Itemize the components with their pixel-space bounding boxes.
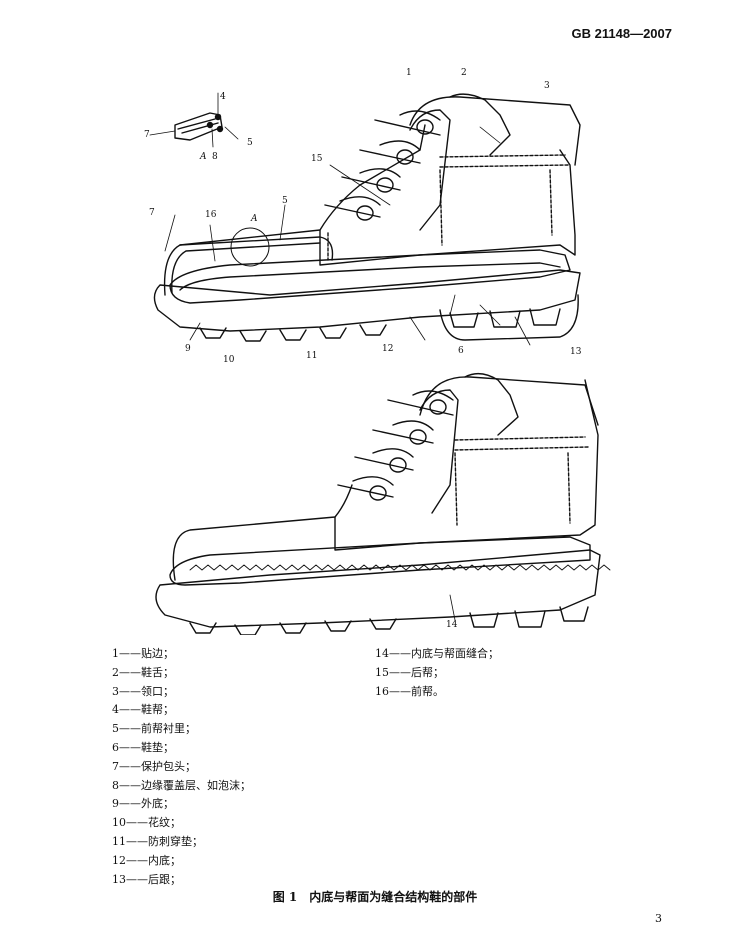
page-number: 3 <box>655 912 662 925</box>
callout-7a: 7 <box>144 130 150 140</box>
legend-item: 16——前帮。 <box>375 684 444 698</box>
callout-16: 16 <box>205 210 217 220</box>
legend-item: 8——边缘覆盖层、如泡沫； <box>112 778 251 792</box>
detail-inset-a <box>149 92 239 148</box>
laces-bottom <box>337 390 454 501</box>
callout-6: 6 <box>458 346 464 356</box>
callout-11: 11 <box>306 351 317 361</box>
boot-bottom-view <box>155 372 611 636</box>
callout-12: 12 <box>382 344 393 354</box>
callout-8: 8 <box>212 152 218 162</box>
callout-5a: 5 <box>247 138 253 148</box>
legend-item: 10——花纹； <box>112 816 181 830</box>
legend-item: 5——前帮衬里； <box>112 722 196 736</box>
laces-top <box>324 110 441 221</box>
legend-item: 9——外底； <box>112 797 174 811</box>
legend-item: 4——鞋帮； <box>112 703 174 717</box>
callout-9: 9 <box>185 344 191 354</box>
legend-item: 12——内底； <box>112 853 181 867</box>
callout-7b: 7 <box>149 208 155 218</box>
legend-item: 2——鞋舌； <box>112 665 174 679</box>
legend-item: 1——贴边； <box>112 647 174 660</box>
boot-diagram: 1 2 3 4 5 5 6 7 7 8 9 10 11 12 13 14 15 … <box>120 55 640 636</box>
legend-item: 3——领口； <box>112 684 174 698</box>
callout-10: 10 <box>223 355 235 365</box>
boot-drawing-svg: 1 2 3 4 5 5 6 7 7 8 9 10 11 12 13 14 15 … <box>144 68 611 636</box>
boot-top-view <box>153 93 581 346</box>
callout-labels: 1 2 3 4 5 5 6 7 7 8 9 10 11 12 13 14 15 … <box>144 68 582 630</box>
legend-right: 14——内底与帮面缝合； 15——后帮； 16——前帮。 <box>375 645 499 701</box>
callout-14: 14 <box>446 620 458 630</box>
callout-5b: 5 <box>282 196 288 206</box>
legend-item: 11——防刺穿垫； <box>112 834 203 848</box>
callout-13: 13 <box>570 347 582 357</box>
callout-3: 3 <box>544 81 550 91</box>
legend-item: 15——后帮； <box>375 665 444 679</box>
callout-2: 2 <box>461 68 467 78</box>
legend-left: 1——贴边； 2——鞋舌； 3——领口； 4——鞋帮； 5——前帮衬里； 6——… <box>112 645 251 889</box>
detail-label-circle: A <box>250 214 258 224</box>
legend-item: 14——内底与帮面缝合； <box>375 647 499 660</box>
callout-1: 1 <box>406 68 412 78</box>
figure-caption: 图 1 内底与帮面为缝合结构鞋的部件 <box>272 890 478 904</box>
detail-label-inset: A <box>199 152 207 162</box>
callout-15: 15 <box>311 154 323 164</box>
callout-4: 4 <box>220 92 226 102</box>
standard-code: GB 21148—2007 <box>571 26 672 41</box>
legend-item: 7——保护包头； <box>112 759 196 773</box>
legend-item: 6——鞋垫； <box>112 740 174 754</box>
legend-item: 13——后跟； <box>112 872 181 886</box>
